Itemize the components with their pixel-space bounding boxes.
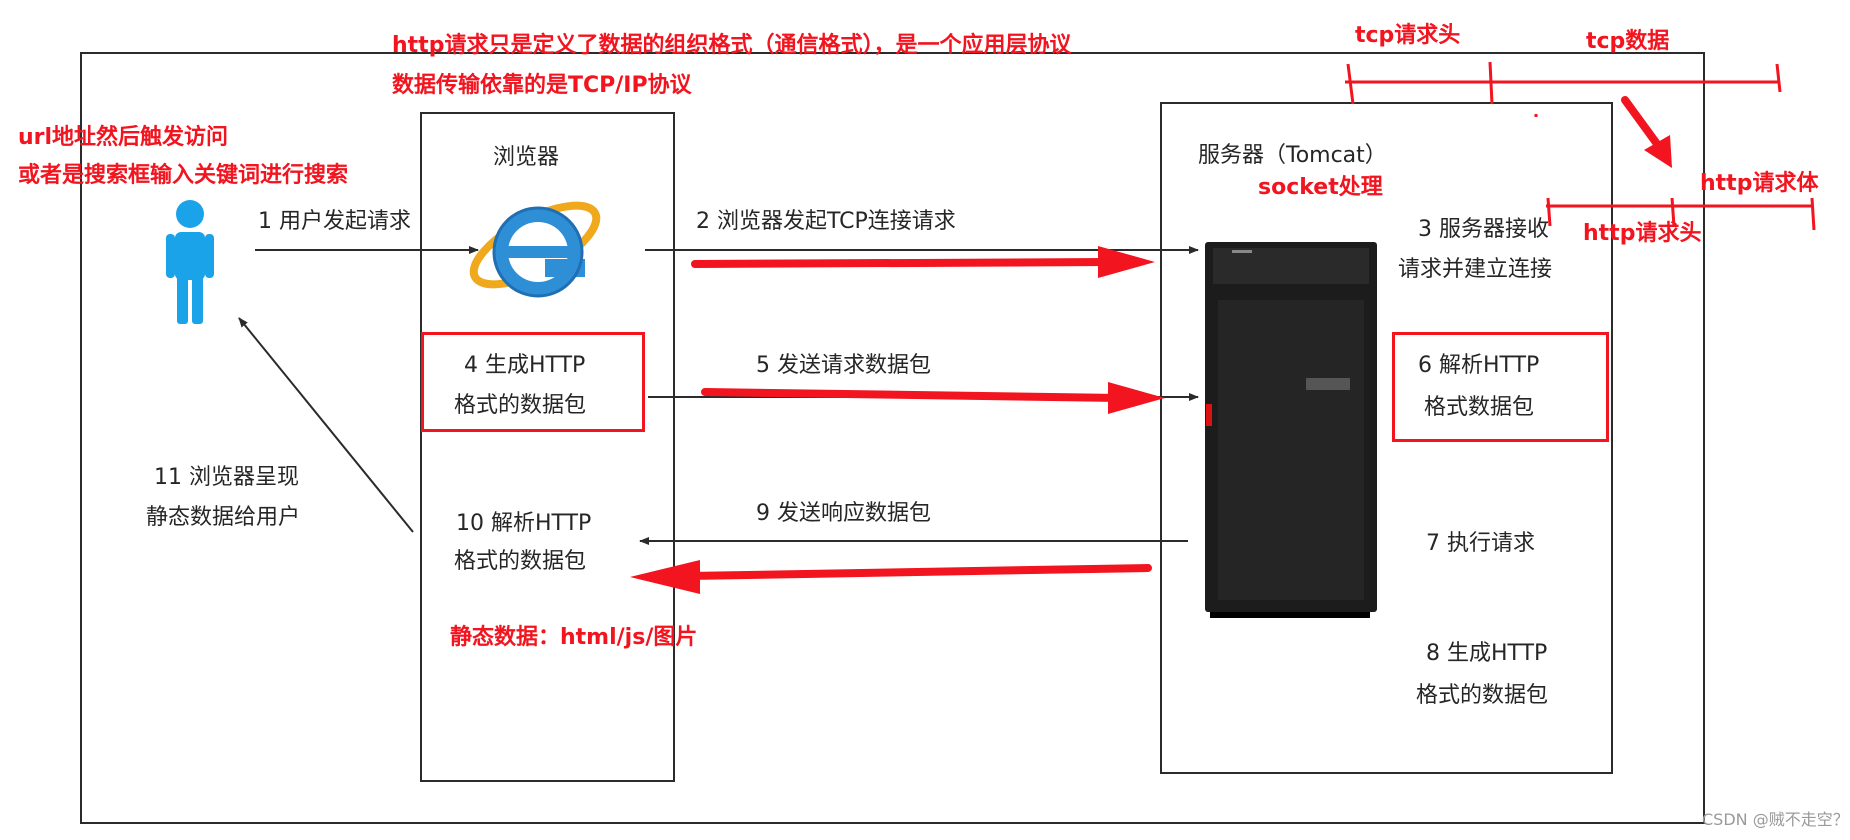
step9-label: 9 发送响应数据包 — [756, 501, 931, 526]
red-arrow-step5 — [701, 388, 1124, 402]
packet-structure — [1345, 61, 1816, 231]
http-header-label: http请求头 — [1583, 221, 1702, 246]
step3-label-line2: 请求并建立连接 — [1398, 257, 1553, 282]
url-note-line2: 或者是搜索框输入关键词进行搜索 — [18, 163, 349, 188]
tower-server-icon — [1205, 242, 1377, 618]
red-arrow-step9 — [684, 564, 1152, 580]
step4-label-line2: 格式的数据包 — [454, 393, 587, 418]
internet-explorer-icon — [469, 201, 601, 298]
arrow-step11 — [238, 317, 414, 533]
step8-label-line2: 格式的数据包 — [1416, 683, 1549, 708]
server-title: 服务器（Tomcat） — [1198, 143, 1387, 168]
red-arrow-step2 — [691, 258, 1114, 268]
step2-label: 2 浏览器发起TCP连接请求 — [696, 209, 956, 234]
tcp-data-label: tcp数据 — [1586, 29, 1670, 54]
url-note-line1: url地址然后触发访问 — [18, 125, 229, 150]
browser-title: 浏览器 — [493, 145, 560, 170]
step7-label: 7 执行请求 — [1426, 531, 1535, 556]
step8-label-line1: 8 生成HTTP — [1426, 641, 1548, 666]
step10-label-line1: 10 解析HTTP — [456, 511, 592, 536]
static-data-note: 静态数据：html/js/图片 — [450, 625, 698, 650]
watermark: CSDN @贼不走空？ — [1702, 810, 1849, 829]
step1-label: 1 用户发起请求 — [258, 209, 411, 234]
http-body-label: http请求体 — [1700, 171, 1819, 196]
step4-highlight — [421, 332, 645, 432]
server-box — [1160, 102, 1613, 774]
step5-label: 5 发送请求数据包 — [756, 353, 931, 378]
user-icon — [166, 200, 214, 324]
step6-label-line1: 6 解析HTTP — [1418, 353, 1540, 378]
browser-box — [420, 112, 675, 782]
step6-label-line2: 格式数据包 — [1424, 395, 1535, 420]
step4-label-line1: 4 生成HTTP — [464, 353, 586, 378]
step6-highlight — [1392, 332, 1609, 442]
outer-frame — [80, 52, 1705, 824]
protocol-note-line2: 数据传输依靠的是TCP/IP协议 — [392, 73, 692, 98]
step11-label-line1: 11 浏览器呈现 — [154, 465, 299, 490]
step3-label-line1: 3 服务器接收 — [1418, 217, 1549, 242]
socket-note: socket处理 — [1258, 175, 1383, 200]
tcp-header-label: tcp请求头 — [1355, 23, 1461, 48]
step11-label-line2: 静态数据给用户 — [146, 505, 301, 530]
protocol-note-line1: http请求只是定义了数据的组织格式（通信格式），是一个应用层协议 — [392, 33, 1072, 58]
step10-label-line2: 格式的数据包 — [454, 549, 587, 574]
